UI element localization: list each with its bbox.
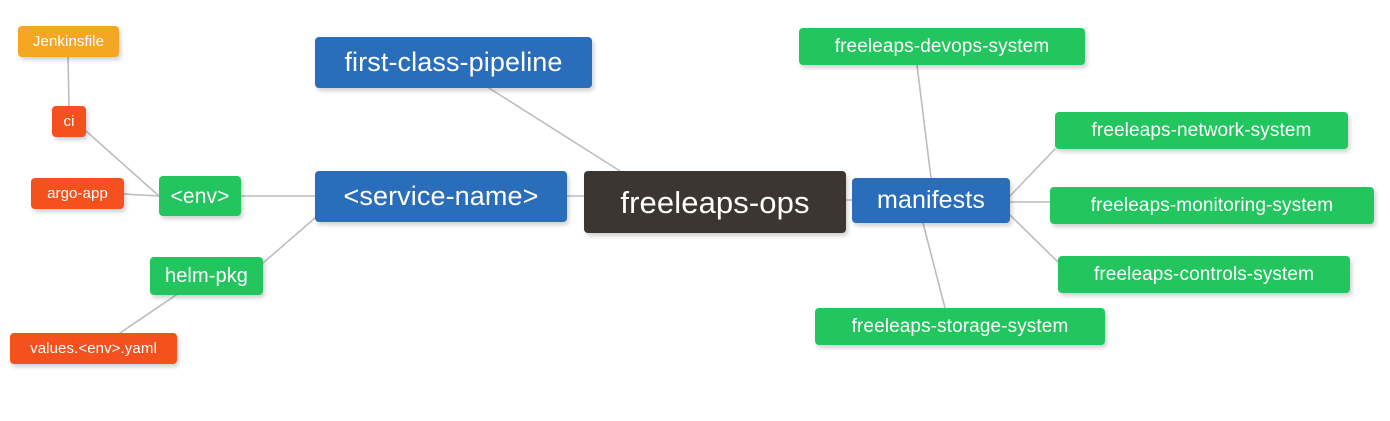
mindmap-node-label: values.<env>.yaml bbox=[30, 340, 157, 357]
mindmap-node-helm-pkg[interactable]: helm-pkg bbox=[150, 257, 263, 295]
mindmap-node-service-name[interactable]: <service-name> bbox=[315, 171, 567, 222]
mindmap-node-label: <env> bbox=[170, 184, 230, 208]
mindmap-node-label: <service-name> bbox=[343, 181, 539, 211]
mindmap-edge bbox=[922, 222, 946, 309]
mindmap-edge bbox=[488, 87, 621, 172]
mindmap-edge bbox=[123, 193, 160, 197]
mindmap-node-label: argo-app bbox=[47, 185, 108, 202]
mindmap-node-label: ci bbox=[63, 113, 75, 130]
mindmap-node-label: helm-pkg bbox=[164, 265, 249, 287]
mindmap-node-label: manifests bbox=[877, 186, 985, 214]
mindmap-edge bbox=[916, 64, 932, 179]
mindmap-node-argo-app[interactable]: argo-app bbox=[31, 178, 124, 209]
mindmap-edge bbox=[262, 217, 316, 264]
mindmap-node-freeleaps-controls-system[interactable]: freeleaps-controls-system bbox=[1058, 256, 1350, 293]
mindmap-node-label: freeleaps-monitoring-system bbox=[1090, 195, 1334, 216]
mindmap-node-freeleaps-devops-system[interactable]: freeleaps-devops-system bbox=[799, 28, 1085, 65]
mindmap-node-label: freeleaps-storage-system bbox=[851, 316, 1069, 337]
mindmap-node-env[interactable]: <env> bbox=[159, 176, 241, 216]
mindmap-node-values-yaml[interactable]: values.<env>.yaml bbox=[10, 333, 177, 364]
mindmap-node-label: freeleaps-controls-system bbox=[1093, 264, 1315, 285]
mindmap-edge bbox=[119, 294, 177, 334]
mindmap-node-first-class-pipeline[interactable]: first-class-pipeline bbox=[315, 37, 592, 88]
mindmap-node-ci[interactable]: ci bbox=[52, 106, 86, 137]
mindmap-edge bbox=[1009, 148, 1056, 197]
mindmap-node-freeleaps-network-system[interactable]: freeleaps-network-system bbox=[1055, 112, 1348, 149]
mindmap-node-freeleaps-storage-system[interactable]: freeleaps-storage-system bbox=[815, 308, 1105, 345]
mindmap-node-label: freeleaps-network-system bbox=[1091, 120, 1312, 141]
mindmap-node-freeleaps-ops[interactable]: freeleaps-ops bbox=[584, 171, 846, 233]
mindmap-edge bbox=[67, 56, 70, 107]
mindmap-node-label: freeleaps-devops-system bbox=[834, 36, 1050, 57]
mindmap-node-label: Jenkinsfile bbox=[32, 33, 105, 50]
mindmap-node-label: freeleaps-ops bbox=[620, 184, 810, 220]
mindmap-node-manifests[interactable]: manifests bbox=[852, 178, 1010, 223]
mindmap-node-jenkinsfile[interactable]: Jenkinsfile bbox=[18, 26, 119, 57]
mindmap-node-freeleaps-monitoring-system[interactable]: freeleaps-monitoring-system bbox=[1050, 187, 1374, 224]
mindmap-node-label: first-class-pipeline bbox=[344, 47, 563, 77]
